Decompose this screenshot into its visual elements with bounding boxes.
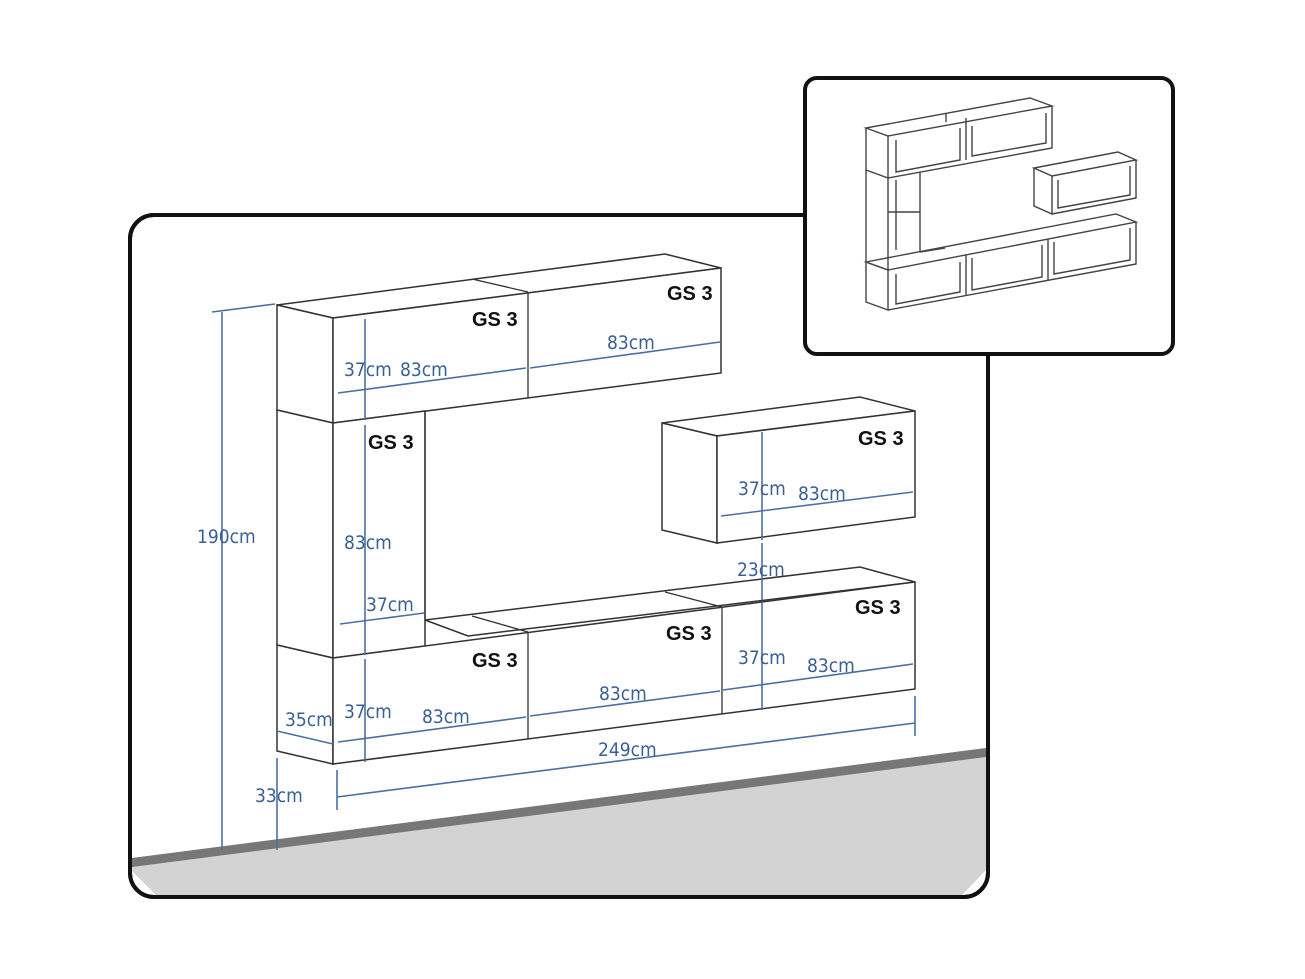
unit-label-floating: GS 3 <box>858 428 904 450</box>
dim-bottom-left-width: 83cm <box>422 706 470 728</box>
unit-label-bottom-left: GS 3 <box>472 650 518 672</box>
dim-bottom-middle-width: 83cm <box>599 683 647 705</box>
floor-edge <box>132 748 986 867</box>
floor <box>132 748 986 895</box>
unit-label-bottom-right: GS 3 <box>855 597 901 619</box>
unit-label-vertical: GS 3 <box>368 432 414 454</box>
dim-floating-width: 83cm <box>798 483 846 505</box>
dim-total-height: 190cm <box>197 526 256 548</box>
dimension-labels: 190cm 33cm 35cm 249cm 37cm 83cm 83cm 83c… <box>197 332 855 807</box>
dim-vertical-height: 83cm <box>344 532 392 554</box>
dim-right-bottom-width: 83cm <box>807 655 855 677</box>
inset-sketch <box>863 97 1139 311</box>
inset-panel <box>803 76 1175 356</box>
dim-floating-height: 37cm <box>738 478 786 500</box>
dim-top-right-width: 83cm <box>607 332 655 354</box>
dim-top-left-height: 37cm <box>344 359 392 381</box>
unit-labels: GS 3 GS 3 GS 3 GS 3 GS 3 GS 3 GS 3 <box>368 283 904 672</box>
dim-right-bottom-height: 37cm <box>738 647 786 669</box>
unit-label-bottom-middle: GS 3 <box>666 623 712 645</box>
dim-depth: 35cm <box>285 709 333 731</box>
dim-floor-gap: 33cm <box>255 785 303 807</box>
dim-vertical-width: 37cm <box>366 594 414 616</box>
dimension-lines <box>211 303 916 850</box>
unit-label-top-left: GS 3 <box>472 309 518 331</box>
unit-label-top-right: GS 3 <box>667 283 713 305</box>
dim-bottom-left-height: 37cm <box>344 701 392 723</box>
dim-gap-between: 23cm <box>737 559 785 581</box>
dim-total-width: 249cm <box>598 739 657 761</box>
dim-top-left-width: 83cm <box>400 359 448 381</box>
